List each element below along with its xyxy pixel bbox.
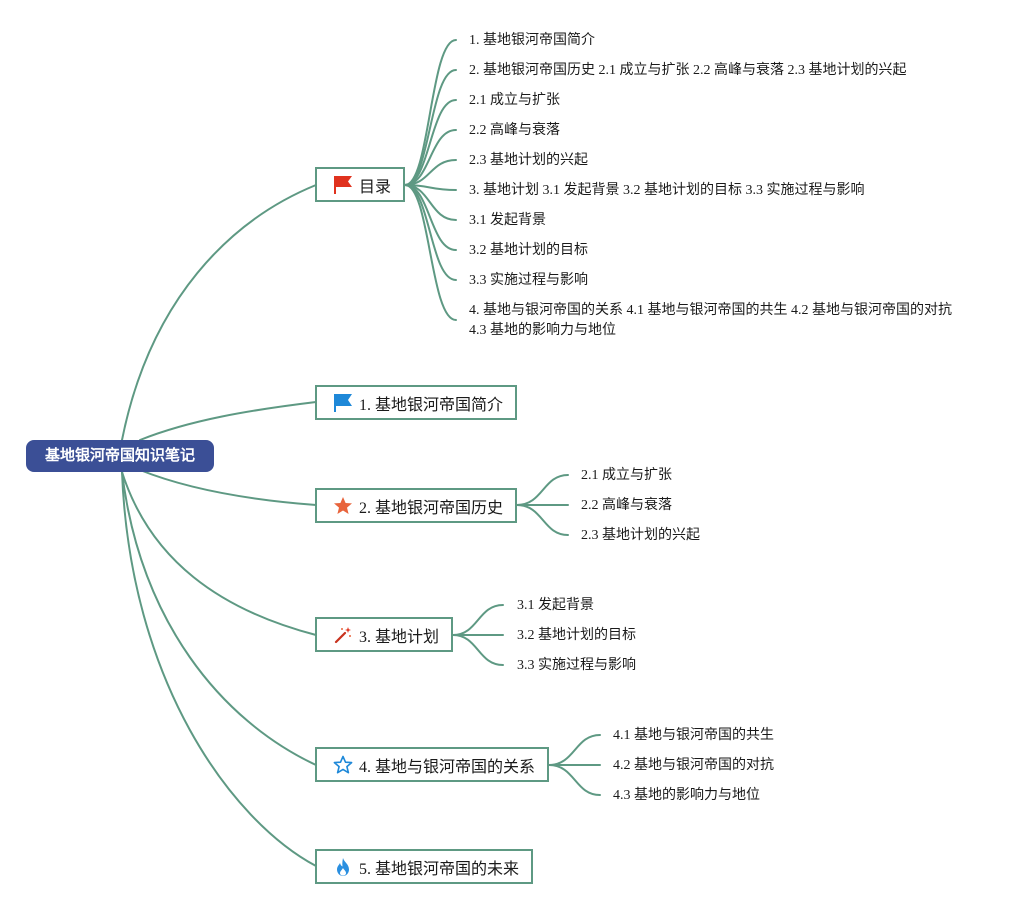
edge-toc-1 [404,39,457,186]
edge-root-future [121,471,317,867]
edge-plan-3 [452,634,504,666]
toc-item[interactable]: 1. 基地银河帝国简介 [469,33,595,48]
toc-item[interactable]: 3.3 实施过程与影响 [469,273,588,288]
toc-item[interactable]: 4. 基地与银河帝国的关系 4.1 基地与银河帝国的共生 4.2 基地与银河帝国… [469,302,952,340]
topic-intro[interactable]: 1. 基地银河帝国简介 [315,385,517,420]
edge-toc-9 [404,184,457,281]
history-item[interactable]: 2.1 成立与扩张 [581,468,672,483]
toc-item[interactable]: 3.2 基地计划的目标 [469,243,588,258]
topic-history[interactable]: 2. 基地银河帝国历史 [315,488,517,523]
edge-toc-3 [404,99,457,186]
magic-wand-icon [333,625,353,645]
plan-item[interactable]: 3.1 发起背景 [517,598,594,613]
root-node[interactable]: 基地银河帝国知识笔记 [26,440,214,472]
red-flag-icon [333,175,353,195]
relation-item[interactable]: 4.2 基地与银河帝国的对抗 [613,758,774,773]
relation-item[interactable]: 4.3 基地的影响力与地位 [613,788,760,803]
topic-history-label: 2. 基地银河帝国历史 [359,499,504,517]
edge-toc-10 [404,184,457,321]
edge-root-toc [121,184,317,441]
edge-history-1 [516,474,569,506]
topic-future-label: 5. 基地银河帝国的未来 [359,860,520,878]
topic-intro-label: 1. 基地银河帝国简介 [359,396,504,414]
topic-relation[interactable]: 4. 基地与银河帝国的关系 [315,747,549,782]
toc-item[interactable]: 2.1 成立与扩张 [469,93,560,108]
topic-toc[interactable]: 目录 [315,167,405,202]
topic-toc-label: 目录 [359,178,392,196]
plan-item[interactable]: 3.2 基地计划的目标 [517,628,636,643]
topic-future[interactable]: 5. 基地银河帝国的未来 [315,849,533,884]
blue-flag-icon [333,393,353,413]
root-node-label: 基地银河帝国知识笔记 [44,447,195,464]
edge-relation-1 [548,734,601,766]
topic-relation-label: 4. 基地与银河帝国的关系 [359,758,536,776]
outline-star-icon [333,755,353,775]
toc-item[interactable]: 3.1 发起背景 [469,213,546,228]
relation-item[interactable]: 4.1 基地与银河帝国的共生 [613,728,774,743]
topic-plan-label: 3. 基地计划 [359,628,440,646]
history-item[interactable]: 2.2 高峰与衰落 [581,498,672,513]
edge-toc-8 [404,184,457,251]
toc-item[interactable]: 3. 基地计划 3.1 发起背景 3.2 基地计划的目标 3.3 实施过程与影响 [469,183,865,198]
topic-plan[interactable]: 3. 基地计划 [315,617,453,652]
edge-history-3 [516,504,569,536]
toc-item[interactable]: 2.3 基地计划的兴起 [469,153,588,168]
toc-item[interactable]: 2.2 高峰与衰落 [469,123,560,138]
orange-star-icon [333,496,353,516]
plan-item[interactable]: 3.3 实施过程与影响 [517,658,636,673]
edge-toc-4 [404,129,457,186]
toc-item[interactable]: 2. 基地银河帝国历史 2.1 成立与扩张 2.2 高峰与衰落 2.3 基地计划… [469,63,907,78]
edge-root-relation [121,471,317,766]
edge-root-history [139,469,317,506]
edge-root-intro [139,401,317,441]
edge-relation-3 [548,764,601,796]
toc-item-line-2: 4.3 基地的影响力与地位 [469,323,616,338]
edge-plan-1 [452,604,504,636]
flame-icon [333,857,353,877]
edge-root-plan [121,471,317,636]
edge-toc-2 [404,69,457,186]
history-item[interactable]: 2.3 基地计划的兴起 [581,528,700,543]
toc-item-line-1: 4. 基地与银河帝国的关系 4.1 基地与银河帝国的共生 4.2 基地与银河帝国… [469,303,952,318]
